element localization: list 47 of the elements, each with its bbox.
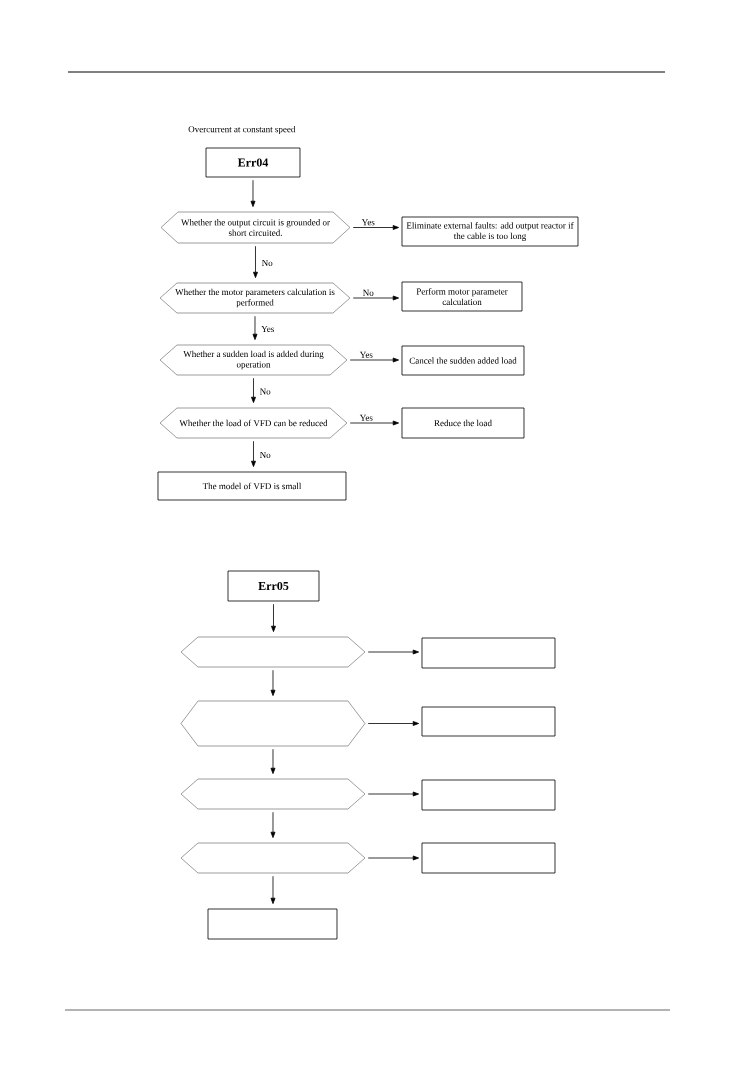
heading: Overcurrent at constant speed <box>188 125 296 135</box>
arrow <box>253 245 258 278</box>
edge-label: Yes <box>260 325 276 333</box>
decision-hexagon <box>180 636 366 668</box>
process-box: Cancel the sudden added load <box>401 345 525 376</box>
arrow <box>270 811 276 838</box>
decision-hexagon <box>180 778 366 810</box>
process-box <box>421 842 556 874</box>
process-box: Eliminate external faults: add output reactor if the cable is too long <box>401 216 579 247</box>
process-box: Err04 <box>205 147 301 178</box>
arrow <box>271 603 276 632</box>
arrow <box>367 649 419 655</box>
edge-label: No <box>258 387 272 396</box>
arrow <box>367 791 419 797</box>
arrow <box>349 357 399 363</box>
arrow <box>352 225 399 230</box>
arrow <box>352 295 399 301</box>
arrow <box>270 748 276 774</box>
process-box <box>421 637 556 669</box>
process-box: The model of VFD is small <box>157 471 347 501</box>
edge-label: No <box>361 288 375 297</box>
process-box: Reduce the load <box>401 407 525 439</box>
edge-label: Yes <box>358 413 374 422</box>
edge-label: Yes <box>358 350 374 359</box>
arrow <box>367 721 419 726</box>
edge-label: No <box>258 451 272 459</box>
process-box: Err05 <box>227 570 320 602</box>
decision-hexagon <box>180 842 366 874</box>
arrow <box>349 420 399 426</box>
edge-label: No <box>260 259 274 267</box>
arrow <box>252 315 258 340</box>
decision-hexagon: Whether the load of VFD can be reduced <box>159 407 348 439</box>
arrow <box>250 179 256 207</box>
arrow <box>270 669 276 696</box>
process-box: Perform motor parameter calculation <box>401 281 523 312</box>
arrow <box>270 875 276 904</box>
process-box <box>421 706 556 737</box>
arrow <box>251 440 256 467</box>
decision-hexagon: Whether the output circuit is grounded or short circuited. <box>160 211 351 244</box>
decision-hexagon: Whether a sudden load is added during operation <box>159 344 348 376</box>
decision-hexagon <box>180 700 366 747</box>
process-box <box>207 908 338 940</box>
decision-hexagon: Whether the motor parameters calculation is performed <box>159 282 351 314</box>
process-box <box>421 779 556 811</box>
arrow <box>367 855 419 861</box>
edge-label: Yes <box>360 218 376 227</box>
arrow <box>251 377 256 403</box>
